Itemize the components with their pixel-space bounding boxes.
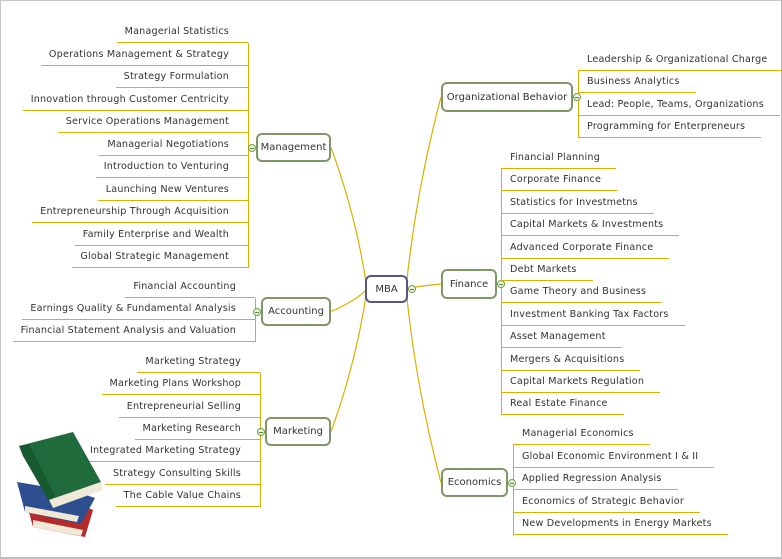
link-mba-economics (405, 288, 442, 483)
books-illustration (17, 432, 103, 537)
leaf-topic[interactable]: Marketing Research (134, 422, 260, 440)
leaf-topic[interactable]: Family Enterprise and Wealth (74, 228, 248, 246)
collapse-toggle-icon[interactable] (573, 93, 581, 101)
leaf-topic[interactable]: Service Operations Management (57, 115, 248, 133)
leaf-topic[interactable]: Marketing Plans Workshop (101, 377, 260, 396)
branch-node-management[interactable]: Management (256, 133, 331, 162)
leaf-topic[interactable]: Business Analytics (578, 75, 696, 94)
leaf-topic[interactable]: Managerial Statistics (116, 25, 248, 43)
leaf-topic[interactable]: Entrepreneurial Selling (118, 400, 260, 418)
leaf-topic[interactable]: The Cable Value Chains (115, 489, 260, 507)
leaf-bracket-finance (501, 169, 502, 416)
leaf-topic[interactable]: Leadership & Organizational Charge (578, 53, 782, 71)
leaf-topic[interactable]: Lead: People, Teams, Organizations (578, 98, 780, 116)
branch-label: Management (260, 142, 327, 153)
leaf-topic[interactable]: Managerial Economics (513, 427, 650, 445)
branch-label: Finance (449, 278, 489, 290)
leaf-topic[interactable]: Investment Banking Tax Factors (501, 308, 685, 326)
leaf-topic[interactable]: Financial Statement Analysis and Valuati… (12, 324, 255, 342)
root-node-mba[interactable]: MBA (365, 275, 408, 303)
branch-node-finance[interactable]: Finance (441, 269, 497, 299)
leaf-topic[interactable]: Game Theory and Business (501, 285, 663, 304)
branch-node-economics[interactable]: Economics (441, 468, 508, 497)
collapse-toggle-icon[interactable] (508, 478, 516, 487)
leaf-bracket-marketing (260, 373, 261, 507)
leaf-topic[interactable]: Innovation through Customer Centricity (22, 93, 248, 111)
leaf-topic[interactable]: Marketing Strategy (137, 355, 260, 373)
leaf-topic[interactable]: Financial Accounting (125, 280, 255, 298)
link-mba-marketing (330, 288, 368, 432)
branch-node-marketing[interactable]: Marketing (265, 417, 331, 446)
leaf-topic[interactable]: Introduction to Venturing (95, 160, 248, 178)
leaf-bracket-economics (513, 445, 514, 535)
root-label: MBA (375, 283, 398, 295)
collapse-toggle-icon[interactable] (257, 427, 265, 436)
leaf-topic[interactable]: Managerial Negotiations (99, 138, 248, 156)
leaf-topic[interactable]: Debt Markets (501, 263, 593, 281)
link-mba-organizational-behavior (405, 96, 442, 290)
green-book (19, 432, 103, 508)
leaf-topic[interactable]: Capital Markets & Investments (501, 218, 680, 237)
leaf-topic[interactable]: New Developments in Energy Markets (513, 517, 728, 535)
branch-node-organizational-behavior[interactable]: Organizational Behavior (441, 82, 573, 112)
collapse-toggle-icon[interactable] (408, 285, 416, 293)
collapse-toggle-icon[interactable] (253, 307, 261, 316)
branch-label: Accounting (268, 306, 324, 317)
leaf-bracket-management (248, 43, 249, 268)
leaf-topic[interactable]: Strategy Consulting Skills (104, 467, 260, 485)
collapse-toggle-icon[interactable] (248, 143, 256, 152)
leaf-topic[interactable]: Entrepreneurship Through Acquisition (32, 205, 248, 223)
leaf-topic[interactable]: Mergers & Acquisitions (501, 353, 641, 371)
branch-label: Economics (447, 477, 502, 488)
leaf-topic[interactable]: Global Strategic Management (72, 250, 248, 268)
leaf-topic[interactable]: Advanced Corporate Finance (501, 241, 670, 259)
leaf-topic[interactable]: Economics of Strategic Behavior (513, 495, 701, 513)
leaf-topic[interactable]: Statistics for Investmetns (501, 196, 654, 214)
leaf-topic[interactable]: Programming for Enterpreneurs (578, 120, 762, 138)
leaf-topic[interactable]: Financial Planning (501, 151, 616, 169)
leaf-bracket-accounting (255, 298, 256, 342)
leaf-topic[interactable]: Integrated Marketing Strategy (81, 444, 260, 463)
leaf-bracket-organizational-behavior (578, 71, 579, 138)
leaf-topic[interactable]: Capital Markets Regulation (501, 375, 661, 393)
leaf-topic[interactable]: Asset Management (501, 330, 622, 349)
branch-label: Marketing (273, 426, 323, 437)
leaf-topic[interactable]: Corporate Finance (501, 173, 618, 192)
leaf-topic[interactable]: Operations Management & Strategy (40, 48, 248, 66)
leaf-topic[interactable]: Strategy Formulation (115, 70, 248, 88)
link-mba-management (330, 147, 368, 290)
link-mba-accounting (330, 288, 368, 313)
leaf-topic[interactable]: Applied Regression Analysis (513, 472, 678, 490)
branch-node-accounting[interactable]: Accounting (261, 297, 331, 326)
leaf-topic[interactable]: Real Estate Finance (501, 397, 624, 416)
branch-label: Organizational Behavior (446, 91, 568, 103)
leaf-topic[interactable]: Global Economic Environment I & II (513, 450, 715, 468)
leaf-topic[interactable]: Earnings Quality & Fundamental Analysis (22, 302, 255, 320)
leaf-topic[interactable]: Launching New Ventures (97, 183, 248, 201)
